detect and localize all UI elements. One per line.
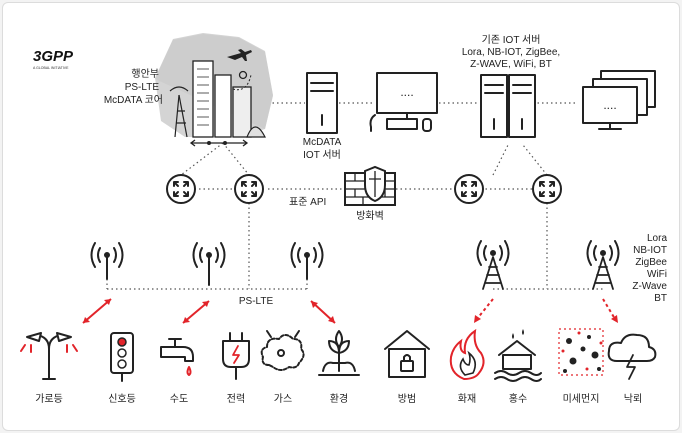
dashed-arrow-2: [602, 298, 618, 323]
device-label-security: 방범: [398, 393, 416, 405]
logo-brand: 3GPP: [33, 48, 74, 65]
ps-lte-label-line2: PS-LTE: [125, 82, 160, 93]
svg-text:WiFi: WiFi: [647, 269, 667, 280]
svg-text:Z-Wave: Z-Wave: [632, 281, 667, 292]
mcdata-server-label-line2: IOT 서버: [303, 149, 341, 161]
legacy-monitors-icon: ....: [582, 70, 656, 130]
device-label-environment: 환경: [330, 392, 348, 405]
device-label-fire: 화재: [458, 393, 476, 405]
legacy-server-label-line1: 기존 IOT 서버: [482, 34, 541, 46]
iot-protocols-label: Lora NB-IOT ZigBee WiFi Z-Wave BT: [632, 233, 667, 304]
router-icon-1: [166, 174, 196, 204]
device-label-lightning: 낙뢰: [624, 393, 642, 405]
mcdata-server-tower-icon: [306, 72, 338, 134]
device-label-fine-dust: 미세먼지: [563, 393, 600, 405]
standard-api-label: 표준 API: [289, 196, 326, 208]
legacy-server-label-line2: Lora, NB-IOT, ZigBee,: [462, 47, 560, 58]
flood-house-icon: [494, 329, 542, 382]
cell-tower-icon-2: [586, 240, 620, 290]
fire-icon: [449, 328, 485, 381]
power-plug-icon: [222, 332, 250, 380]
svg-text:Lora: Lora: [647, 233, 667, 244]
firewall-label: 방화벽: [356, 210, 384, 222]
ps-lte-city-illustration: [155, 33, 273, 147]
logo-tagline: A GLOBAL INITIATIVE: [33, 66, 69, 70]
svg-text:NB-IOT: NB-IOT: [633, 245, 667, 256]
lightning-cloud-icon: [607, 333, 657, 380]
router-icon-2: [234, 174, 264, 204]
legacy-server-rack-icon: [480, 74, 536, 138]
environment-plant-icon: [318, 330, 360, 376]
device-label-street-light: 가로등: [35, 393, 63, 405]
mcdata-server-label-line1: McDATA: [303, 137, 342, 148]
legacy-server-label-line3: Z-WAVE, WiFi, BT: [470, 59, 552, 70]
bidirectional-arrow-2: [182, 300, 210, 324]
svg-text:BT: BT: [654, 293, 667, 304]
antenna-icon-3: [290, 242, 324, 280]
gas-cloud-icon: [260, 330, 305, 371]
antenna-icon-2: [192, 242, 226, 286]
3gpp-logo: 3GPP A GLOBAL INITIATIVE: [33, 48, 74, 70]
security-house-icon: [384, 330, 430, 378]
street-light-icon: [20, 332, 78, 380]
cell-tower-icon-1: [476, 240, 510, 290]
svg-text:....: ....: [400, 85, 413, 99]
router-icon-4: [532, 174, 562, 204]
device-label-water: 수도: [170, 393, 188, 405]
device-label-gas: 가스: [274, 393, 292, 405]
firewall-icon: [344, 165, 396, 206]
svg-text:....: ....: [603, 98, 616, 112]
traffic-light-icon: [110, 332, 134, 382]
faucet-icon: [160, 338, 194, 376]
fine-dust-icon: [558, 328, 604, 376]
mcdata-monitor-icon: ....: [369, 72, 438, 132]
ps-lte-label-line1: 행안부: [131, 68, 159, 80]
device-label-flood: 홍수: [509, 392, 527, 405]
device-label-traffic-light: 신호등: [108, 393, 136, 405]
bidirectional-arrow-3: [310, 300, 336, 324]
device-label-power: 전력: [227, 393, 245, 405]
router-icon-3: [454, 174, 484, 204]
connection-lines: [106, 102, 603, 290]
bidirectional-arrow-1: [82, 298, 112, 324]
dashed-arrow-1: [474, 298, 494, 323]
ps-lte-label-line3: McDATA 코어: [104, 94, 163, 106]
ps-lte-link-label: PS-LTE: [239, 296, 274, 307]
antenna-icon-1: [90, 242, 124, 280]
svg-text:ZigBee: ZigBee: [635, 257, 667, 268]
